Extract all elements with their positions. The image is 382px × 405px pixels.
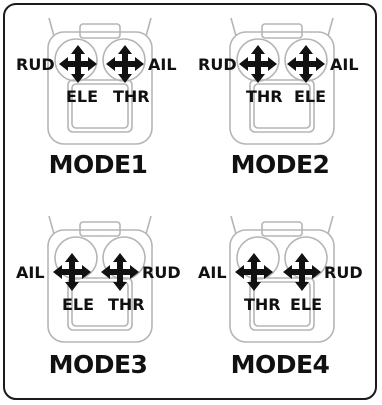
- left-horizontal-label: RUD: [16, 55, 55, 74]
- mode3-panel: AIL RUD ELE THR MODE3: [8, 202, 188, 392]
- mode-title: MODE2: [230, 150, 330, 179]
- right-vertical-label: THR: [113, 87, 150, 106]
- left-vertical-label: THR: [246, 87, 283, 106]
- left-horizontal-label: AIL: [198, 263, 227, 282]
- mode-title: MODE4: [230, 350, 330, 379]
- diagram-frame: [3, 3, 377, 400]
- right-horizontal-label: AIL: [330, 55, 359, 74]
- left-vertical-label: ELE: [66, 87, 99, 106]
- transmitter-outline-icon: [47, 215, 153, 343]
- left-horizontal-label: AIL: [16, 263, 45, 282]
- right-vertical-label: THR: [108, 295, 145, 314]
- right-horizontal-label: AIL: [148, 55, 177, 74]
- transmitter-outline-icon: [229, 215, 335, 343]
- stick-arrows: [239, 45, 325, 83]
- mode-title: MODE1: [48, 150, 148, 179]
- right-horizontal-label: RUD: [324, 263, 363, 282]
- left-vertical-label: THR: [244, 295, 281, 314]
- stick-arrows: [53, 253, 139, 291]
- right-vertical-label: ELE: [290, 295, 323, 314]
- mode4-panel: AIL RUD THR ELE MODE4: [190, 202, 370, 392]
- transmitter-outline-icon: [47, 17, 153, 145]
- mode1-panel: RUD AIL ELE THR MODE1: [8, 4, 188, 194]
- right-vertical-label: ELE: [294, 87, 327, 106]
- right-horizontal-label: RUD: [142, 263, 181, 282]
- left-horizontal-label: RUD: [198, 55, 237, 74]
- left-vertical-label: ELE: [62, 295, 95, 314]
- stick-arrows: [59, 45, 144, 83]
- mode2-panel: RUD AIL THR ELE MODE2: [190, 4, 370, 194]
- mode-title: MODE3: [48, 350, 148, 379]
- stick-arrows: [235, 253, 321, 291]
